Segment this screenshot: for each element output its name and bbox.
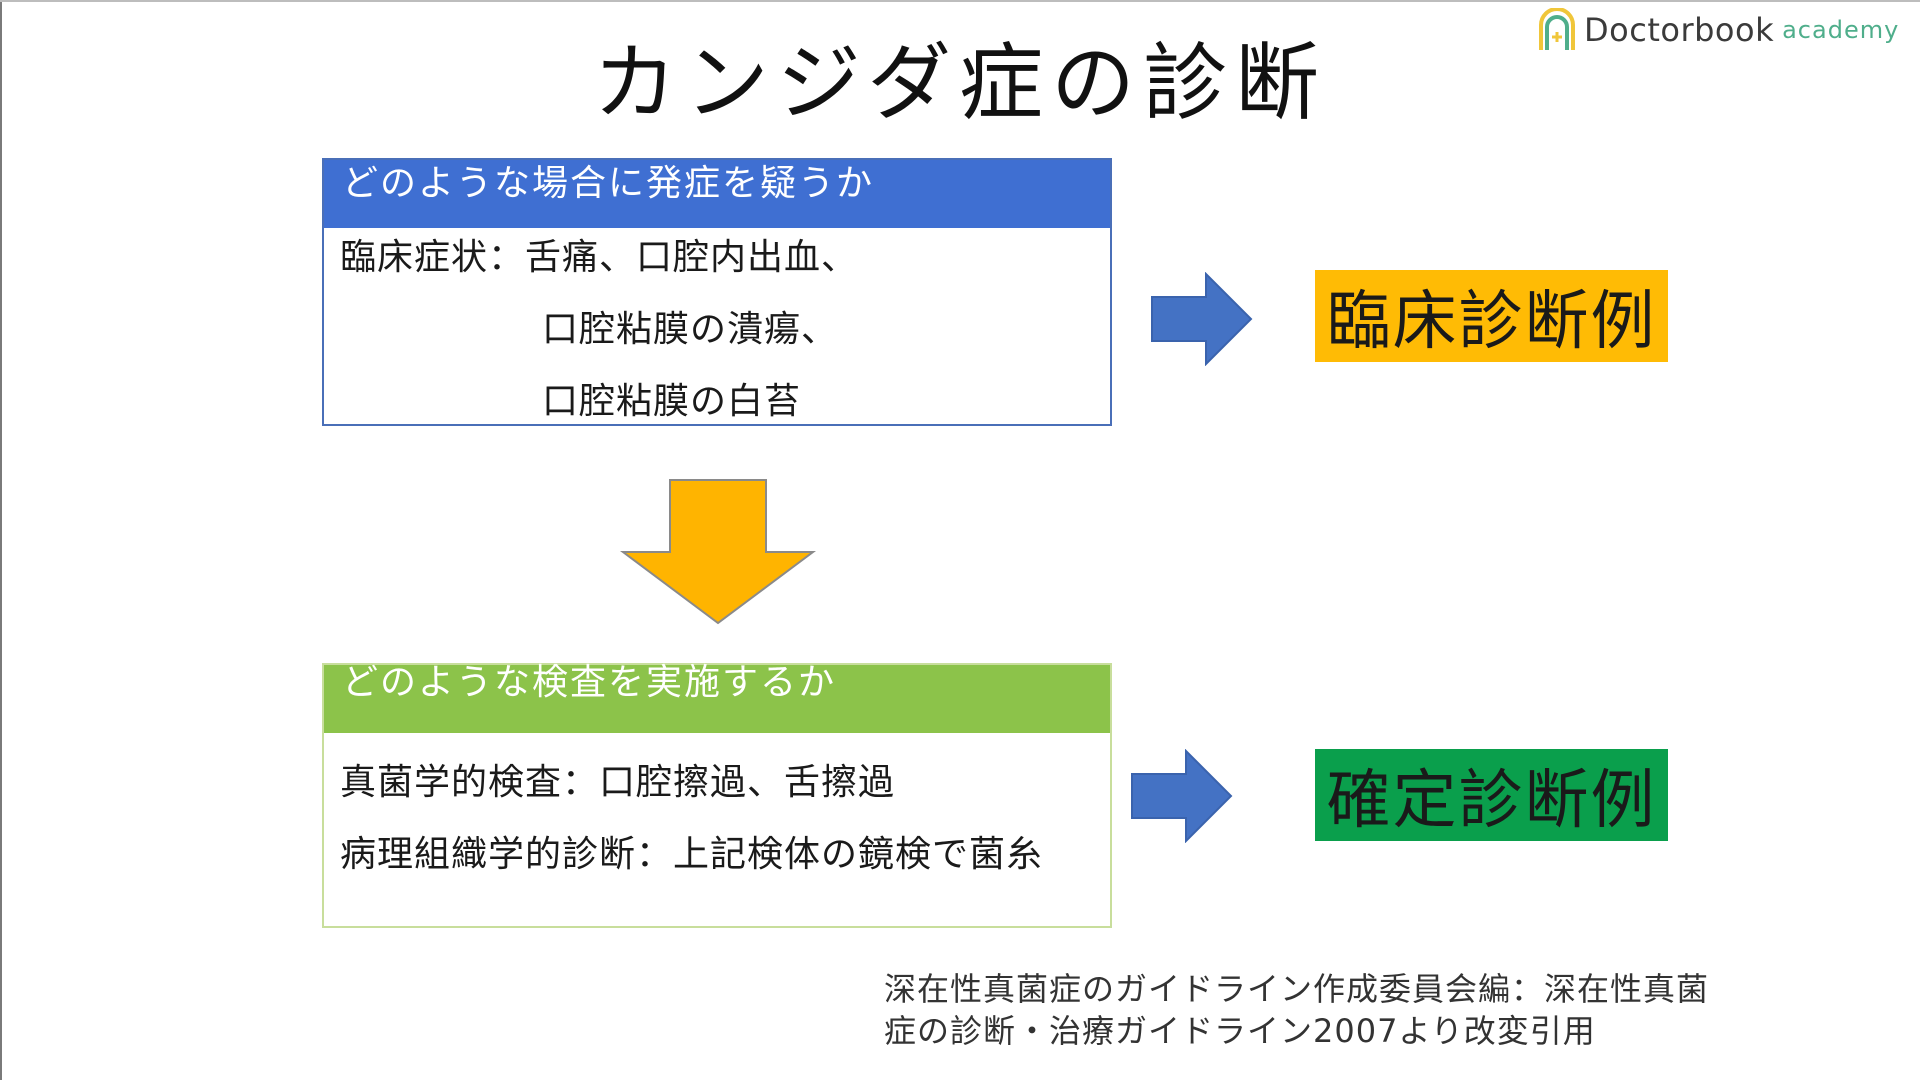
slide-title: カンジダ症の診断 [592, 34, 1328, 132]
symptom-line-2: 口腔粘膜の潰瘍、 [542, 309, 839, 350]
citation-line-1: 深在性真菌症のガイドライン作成委員会編：深在性真菌 [884, 970, 1710, 1008]
exam-line-1: 真菌学的検査：口腔擦過、舌擦過 [340, 762, 896, 803]
citation-line-2: 症の診断・治療ガイドライン2007より改変引用 [884, 1012, 1596, 1050]
slide-top-edge [0, 0, 1920, 2]
symptom-line-3: 口腔粘膜の白苔 [542, 381, 802, 422]
slide-left-edge [0, 0, 2, 1080]
arch-plus-icon [1538, 8, 1576, 52]
brand-logo: Doctorbook academy [1538, 8, 1899, 52]
exam-box: どのような検査を実施するか 真菌学的検査：口腔擦過、舌擦過 病理組織学的診断：上… [322, 663, 1112, 928]
definite-diagnosis-label: 確定診断例 [1315, 749, 1668, 841]
suspect-criteria-header: どのような場合に発症を疑うか [324, 160, 1110, 228]
exam-header: どのような検査を実施するか [324, 665, 1110, 733]
symptom-line-1: 臨床症状：舌痛、口腔内出血、 [340, 237, 859, 278]
citation: 深在性真菌症のガイドライン作成委員会編：深在性真菌 症の診断・治療ガイドライン2… [884, 968, 1709, 1052]
arrow-right-icon [1151, 272, 1253, 366]
logo-brand-text: Doctorbook [1584, 11, 1775, 49]
exam-line-2: 病理組織学的診断：上記検体の鏡検で菌糸 [340, 834, 1044, 875]
arrow-down-icon [620, 479, 816, 625]
clinical-diagnosis-label: 臨床診断例 [1315, 270, 1668, 362]
arrow-right-icon [1131, 749, 1233, 843]
logo-sub-text: academy [1782, 16, 1900, 44]
suspect-criteria-box: どのような場合に発症を疑うか 臨床症状：舌痛、口腔内出血、 口腔粘膜の潰瘍、 口… [322, 158, 1112, 426]
